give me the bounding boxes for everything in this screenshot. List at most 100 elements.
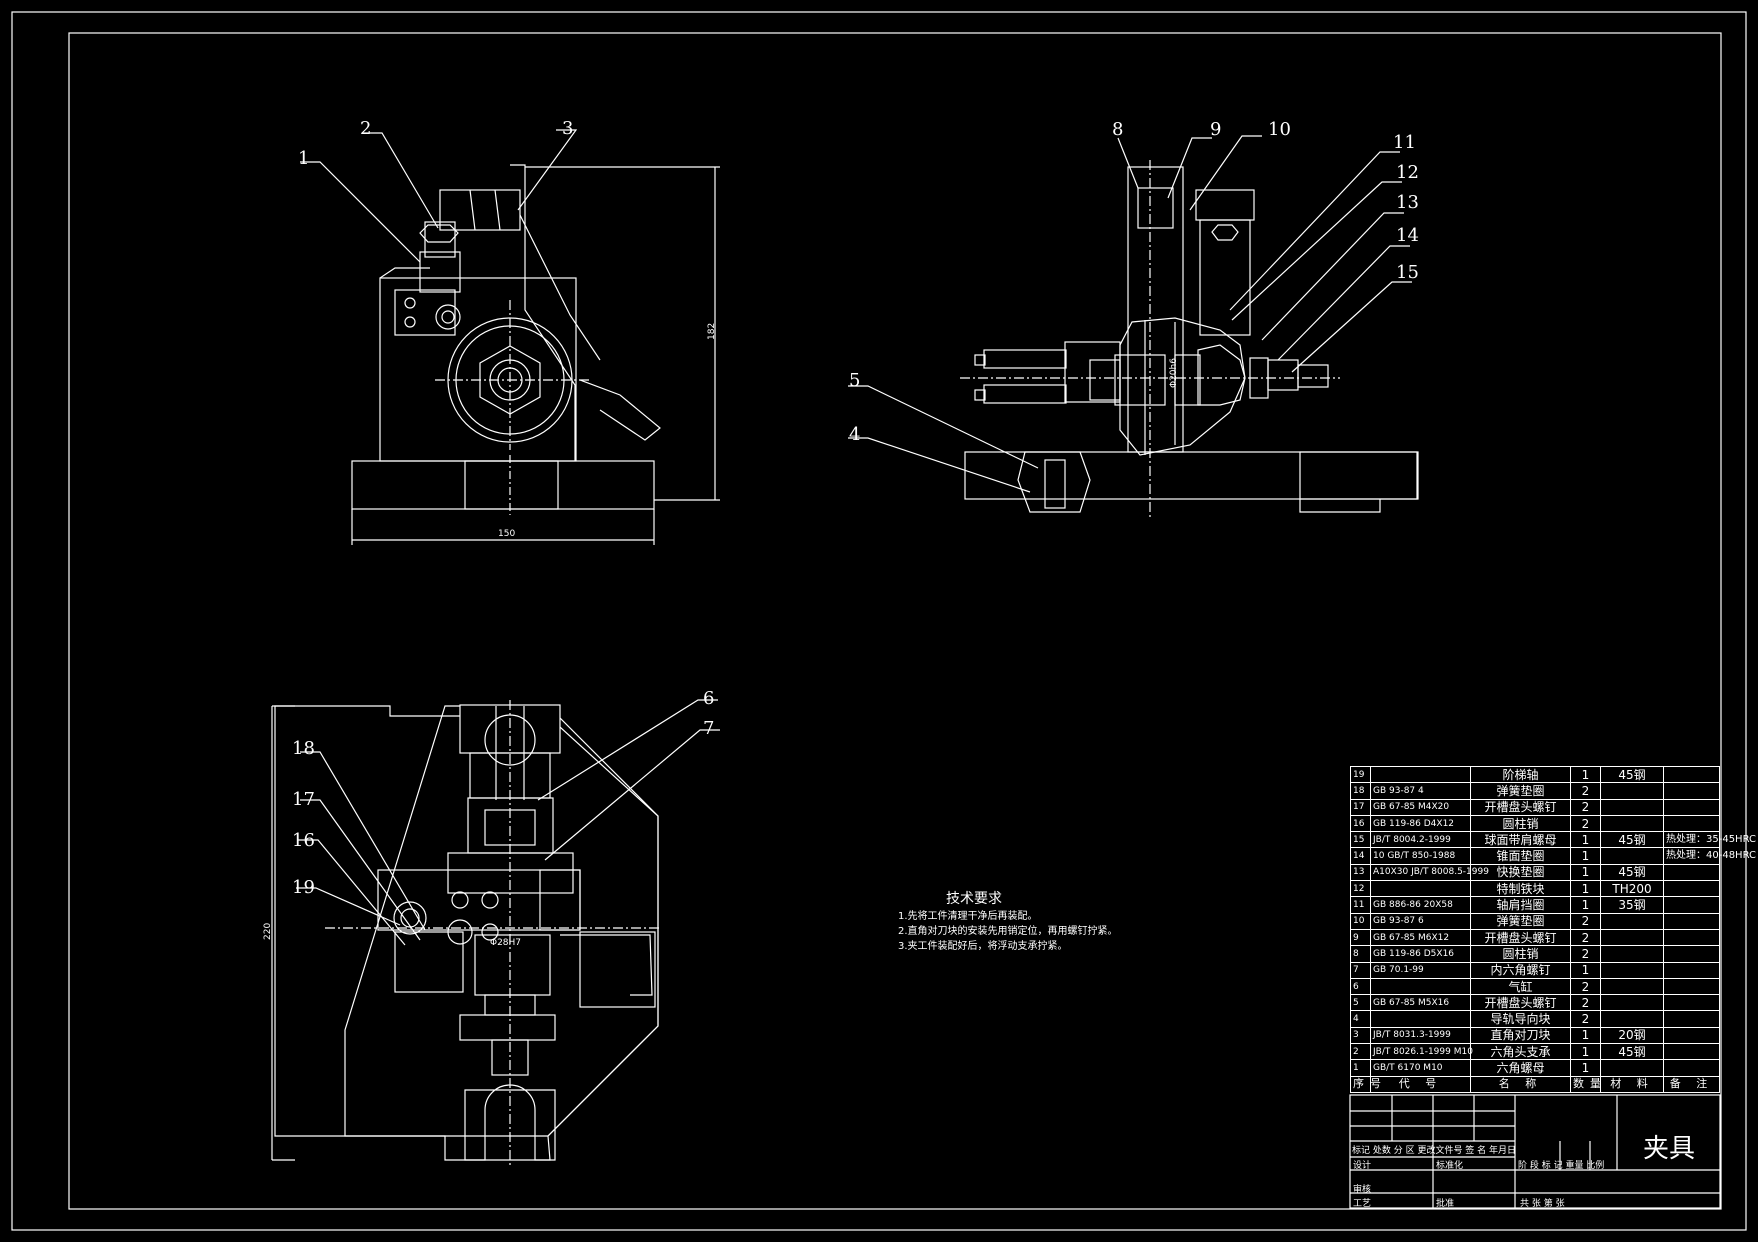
bom-cell-mat bbox=[1600, 798, 1664, 816]
bom-cell-qty: 1 bbox=[1570, 896, 1601, 914]
bom-cell-mat bbox=[1600, 994, 1664, 1012]
bom-cell-code: JB/T 8004.2-1999 bbox=[1370, 831, 1471, 849]
bom-cell-name: 球面带肩螺母 bbox=[1470, 831, 1571, 849]
bom-cell-mat bbox=[1600, 912, 1664, 930]
bom-cell-code: GB 93-87 4 bbox=[1370, 782, 1471, 800]
bom-header-qty: 数量 bbox=[1570, 1075, 1601, 1093]
bom-cell-name: 轴肩挡圈 bbox=[1470, 896, 1571, 914]
bom-cell-code: 10 GB/T 850-1988 bbox=[1370, 847, 1471, 865]
balloon-13: 13 bbox=[1396, 192, 1419, 213]
bom-cell-qty: 1 bbox=[1570, 863, 1601, 882]
dim-shaft: Φ28H7 bbox=[490, 938, 521, 948]
front-view bbox=[300, 129, 720, 545]
bom-cell-rem: 热处理：40-48HRC bbox=[1663, 847, 1756, 865]
bom-cell-qty: 1 bbox=[1570, 765, 1601, 784]
bom-cell-no: 7 bbox=[1350, 961, 1371, 979]
title-block-frame bbox=[1349, 1094, 1721, 1209]
bom-cell-name: 直角对刀块 bbox=[1470, 1026, 1571, 1045]
bom-cell-code: GB 886-86 20X58 bbox=[1370, 896, 1471, 914]
balloon-12: 12 bbox=[1396, 162, 1419, 183]
bom-cell-no: 19 bbox=[1350, 765, 1371, 784]
bom-cell-mat bbox=[1600, 1059, 1664, 1077]
bom-cell-no: 8 bbox=[1350, 945, 1371, 963]
bom-cell-name: 阶梯轴 bbox=[1470, 765, 1571, 784]
balloon-8: 8 bbox=[1112, 119, 1123, 140]
bom-cell-rem bbox=[1663, 961, 1720, 979]
balloon-10: 10 bbox=[1268, 119, 1291, 140]
balloon-7: 7 bbox=[703, 718, 714, 739]
bom-cell-name: 锥面垫圈 bbox=[1470, 847, 1571, 865]
bom-cell-rem bbox=[1663, 1026, 1720, 1045]
bom-cell-code: GB/T 6170 M10 bbox=[1370, 1059, 1471, 1077]
tb-revision-row: 标记 处数 分 区 更改文件号 签 名 年月日 bbox=[1352, 1146, 1517, 1156]
bom-cell-no: 16 bbox=[1350, 814, 1371, 833]
bom-cell-code: GB 67-85 M4X20 bbox=[1370, 798, 1471, 816]
bom-cell-no: 15 bbox=[1350, 831, 1371, 849]
balloon-labels: 1 2 3 4 5 6 7 8 9 10 11 12 13 14 15 16 1… bbox=[292, 118, 1419, 898]
bom-cell-name: 内六角螺钉 bbox=[1470, 961, 1571, 979]
bom-cell-mat: TH200 bbox=[1600, 880, 1664, 898]
bom-cell-mat bbox=[1600, 928, 1664, 947]
balloon-19: 19 bbox=[292, 877, 315, 898]
balloon-6: 6 bbox=[703, 688, 714, 709]
bom-cell-qty: 1 bbox=[1570, 1043, 1601, 1061]
bom-cell-code bbox=[1370, 880, 1471, 898]
bom-cell-mat: 45钢 bbox=[1600, 1043, 1664, 1061]
bom-cell-code: GB 93-87 6 bbox=[1370, 912, 1471, 930]
inner-frame bbox=[68, 32, 1722, 1210]
bom-cell-mat bbox=[1600, 945, 1664, 963]
balloon-14: 14 bbox=[1396, 225, 1419, 246]
top-view bbox=[271, 699, 720, 1165]
bom-cell-name: 开槽盘头螺钉 bbox=[1470, 798, 1571, 816]
drawing-title: 夹具 bbox=[1643, 1134, 1696, 1164]
bom-cell-qty: 1 bbox=[1570, 1026, 1601, 1045]
bom-header-mat: 材 料 bbox=[1600, 1075, 1664, 1093]
bom-cell-no: 10 bbox=[1350, 912, 1371, 930]
bom-cell-rem bbox=[1663, 1059, 1720, 1077]
bom-cell-no: 3 bbox=[1350, 1026, 1371, 1045]
tech-requirements: 技术要求 1.先将工件清理干净后再装配。 2.直角对刀块的安装先用销定位，再用螺… bbox=[898, 892, 1198, 954]
bom-cell-qty: 2 bbox=[1570, 994, 1601, 1012]
balloon-18: 18 bbox=[292, 738, 315, 759]
bom-cell-name: 特制铁块 bbox=[1470, 880, 1571, 898]
bom-cell-no: 13 bbox=[1350, 863, 1371, 882]
bom-cell-rem bbox=[1663, 896, 1720, 914]
bom-cell-mat: 35钢 bbox=[1600, 896, 1664, 914]
bom-cell-rem: 热处理：35-45HRC bbox=[1663, 831, 1756, 849]
bom-cell-name: 开槽盘头螺钉 bbox=[1470, 994, 1571, 1012]
bom-cell-mat: 45钢 bbox=[1600, 863, 1664, 882]
bom-cell-code: JB/T 8026.1-1999 M10 bbox=[1370, 1043, 1473, 1061]
bom-cell-rem bbox=[1663, 977, 1720, 996]
bom-header-name: 名 称 bbox=[1470, 1075, 1571, 1093]
bom-cell-qty: 2 bbox=[1570, 798, 1601, 816]
bom-cell-rem bbox=[1663, 765, 1720, 784]
bom-cell-qty: 1 bbox=[1570, 1059, 1601, 1077]
bom-cell-name: 弹簧垫圈 bbox=[1470, 782, 1571, 800]
bom-cell-rem bbox=[1663, 1010, 1720, 1028]
bom-cell-mat bbox=[1600, 961, 1664, 979]
tb-process: 工艺 bbox=[1353, 1199, 1372, 1209]
bom-cell-code: A10X30 JB/T 8008.5-1999 bbox=[1370, 863, 1489, 882]
bom-cell-rem bbox=[1663, 798, 1720, 816]
bom-cell-no: 17 bbox=[1350, 798, 1371, 816]
bom-cell-qty: 1 bbox=[1570, 961, 1601, 979]
bom-cell-code bbox=[1370, 1010, 1471, 1028]
bom-cell-rem bbox=[1663, 863, 1720, 882]
bom-cell-name: 六角螺母 bbox=[1470, 1059, 1571, 1077]
bom-cell-rem bbox=[1663, 814, 1720, 833]
bom-cell-name: 圆柱销 bbox=[1470, 814, 1571, 833]
balloon-2: 2 bbox=[360, 118, 371, 139]
bom-cell-code: GB 119-86 D4X12 bbox=[1370, 814, 1471, 833]
tech-req-item: 1.先将工件清理干净后再装配。 bbox=[898, 911, 1038, 922]
